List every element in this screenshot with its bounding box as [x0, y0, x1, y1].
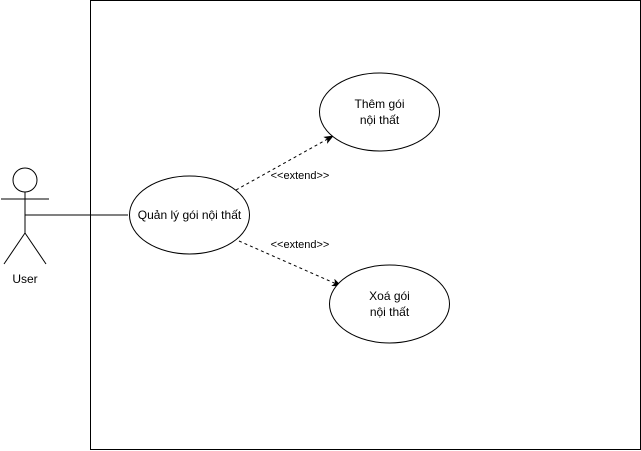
use-case-label-line-1: Xoá gói: [369, 289, 410, 303]
use-case-label-line-1: Thêm gói: [354, 97, 404, 111]
use-case-delete-package[interactable]: Xoá gói nội thất: [329, 264, 450, 344]
extend-label-add: <<extend>>: [271, 170, 330, 182]
actor-label: User: [12, 272, 37, 286]
extend-label-delete: <<extend>>: [271, 239, 330, 251]
use-case-manage-packages[interactable]: Quản lý gói nội thất: [129, 175, 250, 255]
use-case-ellipse: [319, 72, 440, 152]
actor-left-leg: [3, 232, 26, 265]
use-case-label-line-2: nội thất: [370, 305, 410, 319]
actor-head: [12, 167, 38, 193]
use-case-label: Quản lý gói nội thất: [138, 208, 242, 222]
use-case-add-package[interactable]: Thêm gói nội thất: [319, 72, 440, 152]
use-case-ellipse: [329, 264, 450, 344]
actor-user[interactable]: User: [1, 167, 49, 286]
extend-arrow-delete: [238, 240, 342, 287]
actor-right-leg: [24, 232, 47, 265]
use-case-label-line-2: nội thất: [360, 113, 400, 127]
use-case-ellipse: [129, 175, 250, 255]
extend-arrow-add: [235, 135, 334, 191]
